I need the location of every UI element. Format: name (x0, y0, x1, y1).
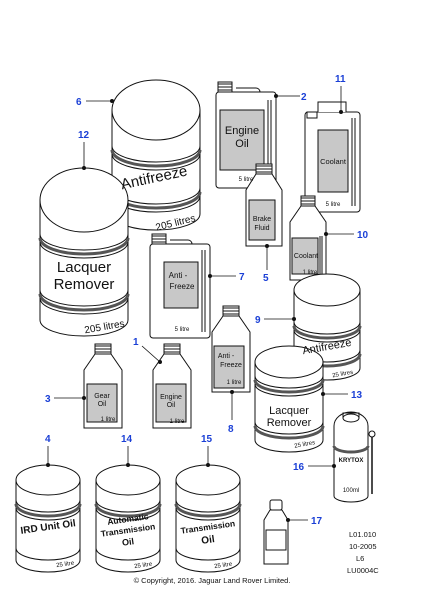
callout-15[interactable]: 15 (201, 434, 213, 445)
lacquer-drum-label-1: Lacquer (57, 259, 111, 276)
antifreeze-bottle-label-2: Freeze (220, 362, 242, 369)
antifreeze-bottle-label-1: Anti - (218, 353, 235, 360)
engine-oil-bottle[interactable] (152, 343, 192, 429)
gear-oil-label-2: Oil (98, 401, 107, 408)
tran-volume: 25 litre (214, 562, 233, 571)
lacquer-remover-drum[interactable] (38, 167, 130, 337)
ref-line-3: L6 (356, 554, 364, 563)
callout-8[interactable]: 8 (228, 424, 234, 435)
callout-11[interactable]: 11 (335, 74, 346, 85)
ref-line-4: LU0004C (347, 566, 379, 575)
transmission-oil-tub[interactable] (174, 464, 242, 573)
callout-10[interactable]: 10 (357, 230, 369, 241)
antifreeze-can-volume: 5 litre (175, 327, 190, 333)
coolant-can-label: Coolant (320, 157, 347, 166)
callout-14[interactable]: 14 (121, 434, 133, 445)
ref-line-2: 10-2005 (349, 542, 377, 551)
callout-7[interactable]: 7 (239, 272, 245, 283)
callout-6[interactable]: 6 (76, 97, 82, 108)
lacquer-tub-volume: 25 litres (294, 440, 316, 450)
engine-oil-can-volume: 5 litre (239, 177, 254, 183)
antifreeze-tub-volume: 25 litres (332, 370, 354, 380)
callout-9[interactable]: 9 (255, 315, 261, 326)
callout-12[interactable]: 12 (78, 130, 90, 141)
krytox-label: KRYTOX (339, 458, 364, 464)
callout-1[interactable]: 1 (133, 337, 139, 348)
small-bottle[interactable] (263, 499, 289, 565)
automatic-transmission-oil-tub[interactable] (94, 464, 162, 573)
callout-16[interactable]: 16 (293, 462, 305, 473)
engine-oil-bottle-volume: 1 litre (170, 419, 185, 425)
lacquer-tub-label-1: Lacquer (269, 405, 309, 417)
antifreeze-bottle-volume: 1 litre (227, 380, 242, 386)
gear-oil-bottle[interactable] (83, 343, 123, 429)
engine-oil-bottle-label-1: Engine (160, 394, 182, 401)
antifreeze-bottle[interactable] (211, 305, 251, 393)
callout-4[interactable]: 4 (45, 434, 51, 445)
engine-oil-bottle-label-2: Oil (167, 402, 176, 409)
tran-label-2: Oil (201, 534, 216, 547)
callout-2[interactable]: 2 (301, 92, 307, 103)
coolant-bottle-volume: 1 litre (303, 270, 318, 276)
leader-lines (47, 86, 354, 521)
callout-17[interactable]: 17 (311, 516, 323, 527)
brake-fluid-label-2: Fluid (254, 225, 269, 232)
copyright: © Copyright, 2016. Jaguar Land Rover Lim… (134, 576, 291, 585)
brake-fluid-label-1: Brake (253, 216, 271, 223)
leader-dots (46, 94, 343, 522)
brake-fluid-bottle[interactable] (245, 163, 283, 247)
antifreeze-can-label-1: Anti - (169, 271, 188, 280)
callout-3[interactable]: 3 (45, 394, 51, 405)
engine-oil-can-label-2: Oil (235, 138, 248, 150)
antifreeze-can-label-2: Freeze (170, 282, 195, 291)
lacquer-drum-label-2: Remover (54, 276, 115, 293)
coolant-can-volume: 5 litre (326, 202, 341, 208)
ird-unit-oil-tub[interactable] (14, 464, 82, 573)
krytox-aerosol[interactable] (332, 411, 376, 503)
ird-volume: 25 litre (56, 561, 75, 570)
coolant-bottle-label: Coolant (294, 253, 318, 260)
coolant-can[interactable] (304, 101, 361, 213)
gear-oil-volume: 1 litre (101, 417, 116, 423)
callout-5[interactable]: 5 (263, 273, 269, 284)
lacquer-tub-label-2: Remover (267, 417, 312, 429)
gear-oil-label-1: Gear (94, 393, 110, 400)
lacquer-remover-tub[interactable] (253, 345, 325, 453)
krytox-volume: 100ml (343, 488, 359, 494)
ato-label-3: Oil (121, 536, 134, 548)
antifreeze-drum[interactable] (110, 79, 202, 231)
engine-oil-can-label-1: Engine (225, 125, 259, 137)
coolant-bottle[interactable] (289, 195, 327, 281)
callout-13[interactable]: 13 (351, 390, 363, 401)
antifreeze-can[interactable] (149, 233, 211, 339)
ref-line-1: L01.010 (349, 530, 376, 539)
ato-volume: 25 litre (134, 562, 153, 571)
